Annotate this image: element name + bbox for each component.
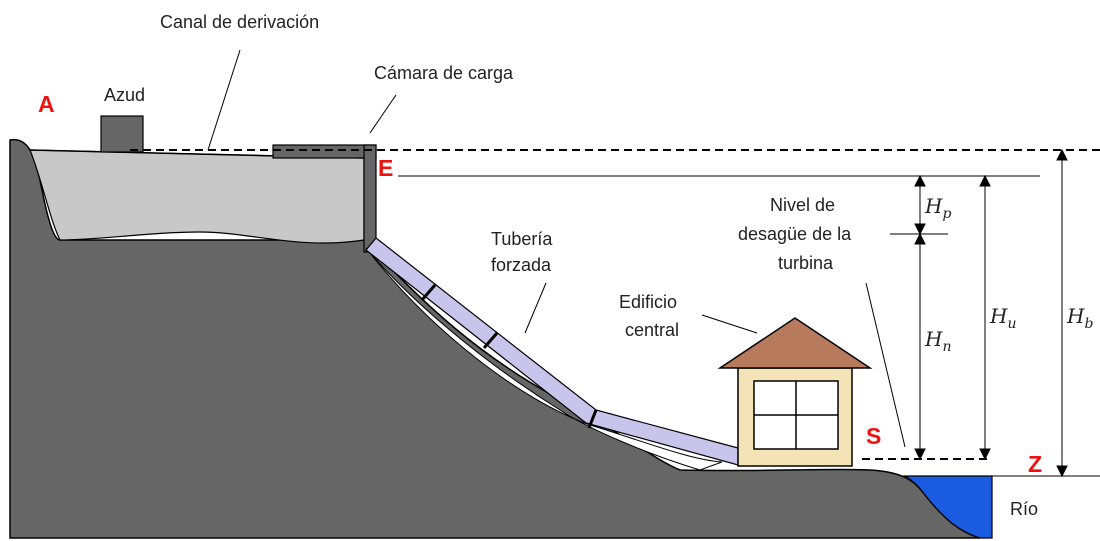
canal-body [29, 149, 365, 244]
leader-canal [207, 49, 241, 151]
river [902, 475, 993, 539]
leader-nivel [865, 282, 906, 448]
leader-edificio [701, 314, 758, 334]
point-a: A [38, 91, 55, 117]
penstock-gap [365, 247, 723, 471]
point-z: Z [1028, 451, 1042, 477]
leader-camara [369, 94, 397, 134]
point-s: S [866, 423, 881, 449]
label-rio: Río [1010, 499, 1038, 519]
penstock-joint-1 [420, 284, 437, 301]
powerhouse-roof [717, 317, 873, 369]
point-e: E [378, 155, 393, 181]
label-canal-derivacion: Canal de derivación [160, 12, 319, 32]
label-tuberia-1: Tubería [491, 229, 553, 249]
leader-tuberia [524, 282, 547, 334]
symbol-hn: Hn [924, 327, 951, 355]
camara-top [272, 144, 377, 159]
dim-hb [1056, 148, 1068, 478]
symbol-hb: Hb [1066, 304, 1093, 332]
penstock-joint-3 [587, 409, 598, 429]
azud-block [100, 115, 144, 153]
camara-wall [363, 144, 377, 253]
label-azud: Azud [104, 85, 145, 105]
label-nivel-1: Nivel de [770, 195, 835, 215]
label-nivel-2: desagüe de la [738, 224, 852, 244]
label-tuberia-2: forzada [491, 255, 552, 275]
label-nivel-3: turbina [778, 253, 834, 273]
dim-hn [914, 232, 926, 461]
label-camara-carga: Cámara de carga [374, 63, 514, 83]
dim-hu [979, 174, 991, 461]
label-edificio-1: Edificio [619, 292, 677, 312]
label-edificio-2: central [625, 320, 679, 340]
symbol-hu: Hu [989, 304, 1016, 332]
penstock-joint-2 [482, 332, 499, 349]
symbol-hp: Hp [924, 194, 951, 222]
dim-hp [914, 174, 926, 236]
